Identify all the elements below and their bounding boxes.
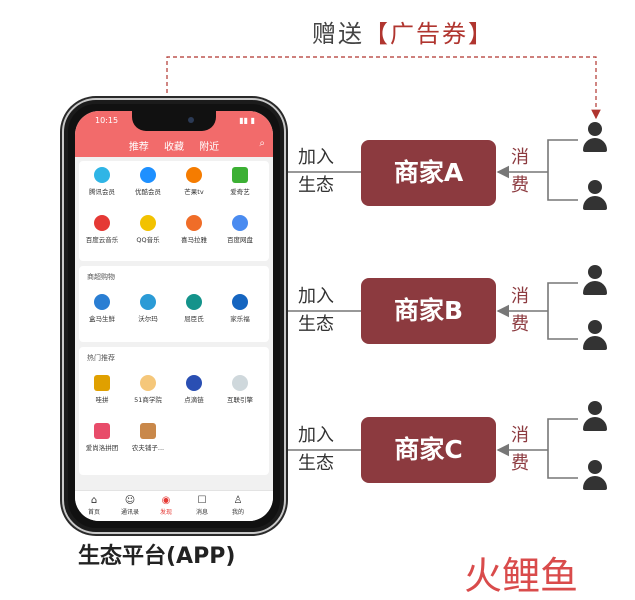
app-tile[interactable]: 盒马生鲜 [85,294,119,323]
spend-label-a: 消费 [511,147,529,196]
app-tile[interactable]: 腾讯会员 [85,167,119,196]
phone-screen: 10:15 ▮▮ ▮ 推荐 收藏 附近 ⌕ 腾讯会员 优酷会员 芒果tv 爱奇艺… [75,111,273,521]
nav-home[interactable]: ⌂首页 [77,495,111,516]
app-tile[interactable]: 哇拼 [85,375,119,404]
top-tabs: 推荐 收藏 附近 [75,138,273,153]
gift-coupon-label: 赠送【广告券】 [312,14,494,49]
status-time: 10:15 [95,116,119,125]
contacts-icon: ☺ [124,495,136,506]
nav-messages[interactable]: ☐消息 [185,495,219,516]
app-tile[interactable]: 沃尔玛 [131,294,165,323]
consumer-bracket-b [547,282,578,340]
app-panel-shopping: 商超购物 盒马生鲜 沃尔玛 屈臣氏 家乐福 [79,266,269,342]
person-icon [580,460,610,492]
message-icon: ☐ [197,495,207,506]
join-label-c: 加入生态 [298,425,334,474]
bottom-nav: ⌂首页 ☺通讯录 ◉发现 ☐消息 ♙我的 [75,490,273,521]
app-tile[interactable]: 互联引擎 [223,375,257,404]
join-label-b: 加入生态 [298,286,334,335]
app-tile[interactable]: 百度云音乐 [85,215,119,244]
person-icon [580,401,610,433]
consumer-bracket-a [547,139,578,201]
app-tile[interactable]: 点滴链 [177,375,211,404]
merchant-b-box: 商家B [361,278,496,344]
app-tile[interactable]: 百度网盘 [223,215,257,244]
watermark-logo: 火鲤鱼 [464,554,579,598]
app-tile[interactable]: 农夫铺子... [131,423,165,452]
app-header: 10:15 ▮▮ ▮ 推荐 收藏 附近 ⌕ [75,111,273,157]
tab-nearby[interactable]: 附近 [199,142,220,153]
app-tile[interactable]: 爱奇艺 [223,167,257,196]
spend-label-b: 消费 [511,286,529,335]
consumer-bracket-c [547,418,578,479]
tab-favorites[interactable]: 收藏 [164,142,184,153]
gift-bracket-open: 【 [364,20,390,48]
app-tile[interactable]: 优酷会员 [131,167,165,196]
join-label-a: 加入生态 [298,147,334,196]
merchant-a-box: 商家A [361,140,496,206]
app-tile[interactable]: 屈臣氏 [177,294,211,323]
app-tile[interactable]: 爱尚洛拼团 [85,423,119,452]
gift-text: 广告券 [390,20,468,48]
nav-contacts[interactable]: ☺通讯录 [113,495,147,516]
nav-profile[interactable]: ♙我的 [221,495,255,516]
app-tile[interactable]: QQ音乐 [131,215,165,244]
discover-icon: ◉ [161,495,171,506]
app-tile[interactable]: 芒果tv [177,167,211,196]
app-panel-hot: 热门推荐 哇拼 51商学院 点滴链 互联引擎 爱尚洛拼团 农夫铺子... [79,347,269,475]
section-title: 商超购物 [87,273,115,281]
nav-discover[interactable]: ◉发现 [149,495,183,516]
profile-icon: ♙ [233,495,243,506]
spend-label-c: 消费 [511,425,529,474]
search-icon[interactable]: ⌕ [259,138,265,149]
person-icon [580,320,610,352]
section-title: 热门推荐 [87,354,115,362]
status-icons: ▮▮ ▮ [239,116,255,125]
platform-label: 生态平台(APP) [78,544,236,569]
tab-recommend[interactable]: 推荐 [128,142,149,153]
gift-dashed-line [166,56,601,120]
app-tile[interactable]: 家乐福 [223,294,257,323]
phone-notch [132,111,216,131]
gift-prefix: 赠送 [312,20,364,48]
app-tile[interactable]: 喜马拉雅 [177,215,211,244]
gift-bracket-close: 】 [468,20,494,48]
person-icon [580,265,610,297]
person-icon [580,122,610,154]
home-icon: ⌂ [90,495,98,506]
phone-mockup: 10:15 ▮▮ ▮ 推荐 收藏 附近 ⌕ 腾讯会员 优酷会员 芒果tv 爱奇艺… [64,100,284,532]
app-panel-media: 腾讯会员 优酷会员 芒果tv 爱奇艺 百度云音乐 QQ音乐 喜马拉雅 百度网盘 [79,161,269,261]
person-icon [580,180,610,212]
merchant-c-box: 商家C [361,417,496,483]
app-tile[interactable]: 51商学院 [131,375,165,404]
